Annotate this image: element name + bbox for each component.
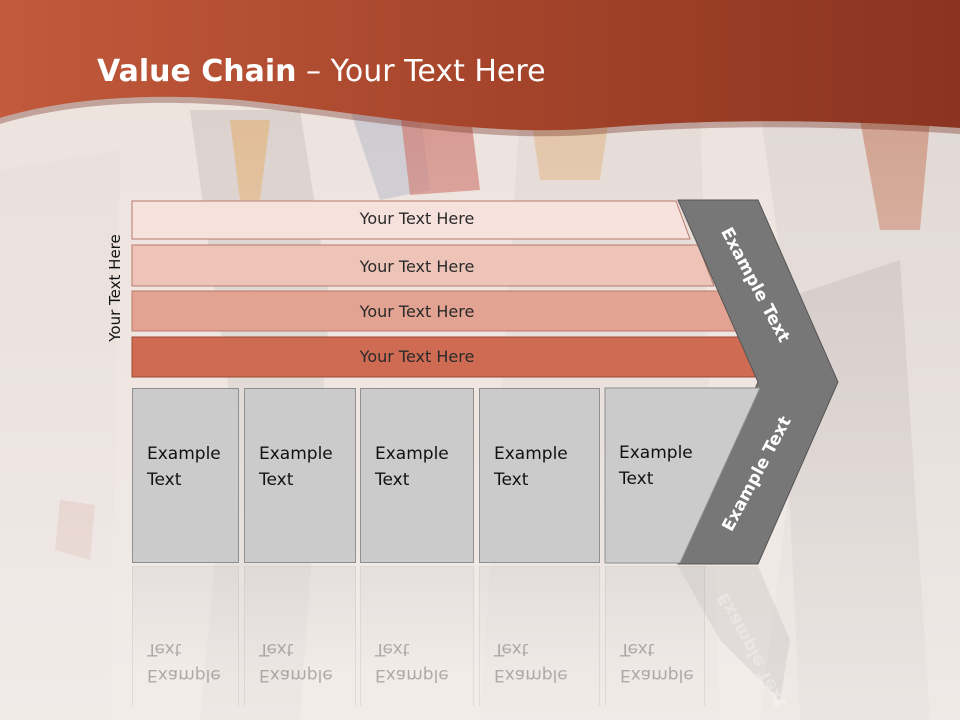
- box-2-refl-line1: Example: [259, 665, 333, 685]
- box-3-refl-line1: Example: [375, 665, 449, 685]
- chevron-reflection: [678, 566, 790, 700]
- row-bar-1: [131, 200, 691, 240]
- box-2-refl-line2: Text: [259, 639, 294, 659]
- box-4-line1: Example: [494, 444, 568, 464]
- box-5-refl-line1: Example: [620, 665, 694, 685]
- box-4-refl-line2: Text: [494, 639, 529, 659]
- page-title: Value Chain – Your Text Here: [97, 54, 546, 89]
- box-1-reflection: Example Text: [132, 566, 239, 706]
- box-5-line2: Text: [619, 469, 654, 489]
- box-1-line1: Example: [147, 444, 221, 464]
- box-5-reflection: Example Text: [605, 566, 705, 706]
- box-4-refl-line1: Example: [494, 665, 568, 685]
- box-3-reflection: Example Text: [360, 566, 474, 706]
- box-2-line1: Example: [259, 444, 333, 464]
- box-5-refl-line2: Text: [620, 639, 655, 659]
- box-3-refl-line2: Text: [375, 639, 410, 659]
- box-4-line2: Text: [494, 470, 529, 490]
- box-2-line2: Text: [259, 470, 294, 490]
- box-1-refl-line1: Example: [147, 665, 221, 685]
- row-label-4: Your Text Here: [359, 347, 475, 366]
- box-5-shape: [604, 387, 761, 564]
- box-5-line1: Example: [619, 443, 693, 463]
- title-rest: – Your Text Here: [296, 54, 546, 89]
- row-label-2: Your Text Here: [359, 257, 475, 276]
- title-bold: Value Chain: [97, 54, 297, 89]
- box-3-line1: Example: [375, 444, 449, 464]
- box-4-reflection: Example Text: [479, 566, 600, 706]
- box-2-reflection: Example Text: [244, 566, 356, 706]
- row-bar-2: [131, 244, 715, 287]
- row-label-3: Your Text Here: [359, 302, 475, 321]
- box-3-line2: Text: [375, 470, 410, 490]
- row-label-1: Your Text Here: [359, 209, 475, 228]
- box-1-refl-line2: Text: [147, 639, 182, 659]
- box-1-line2: Text: [147, 470, 182, 490]
